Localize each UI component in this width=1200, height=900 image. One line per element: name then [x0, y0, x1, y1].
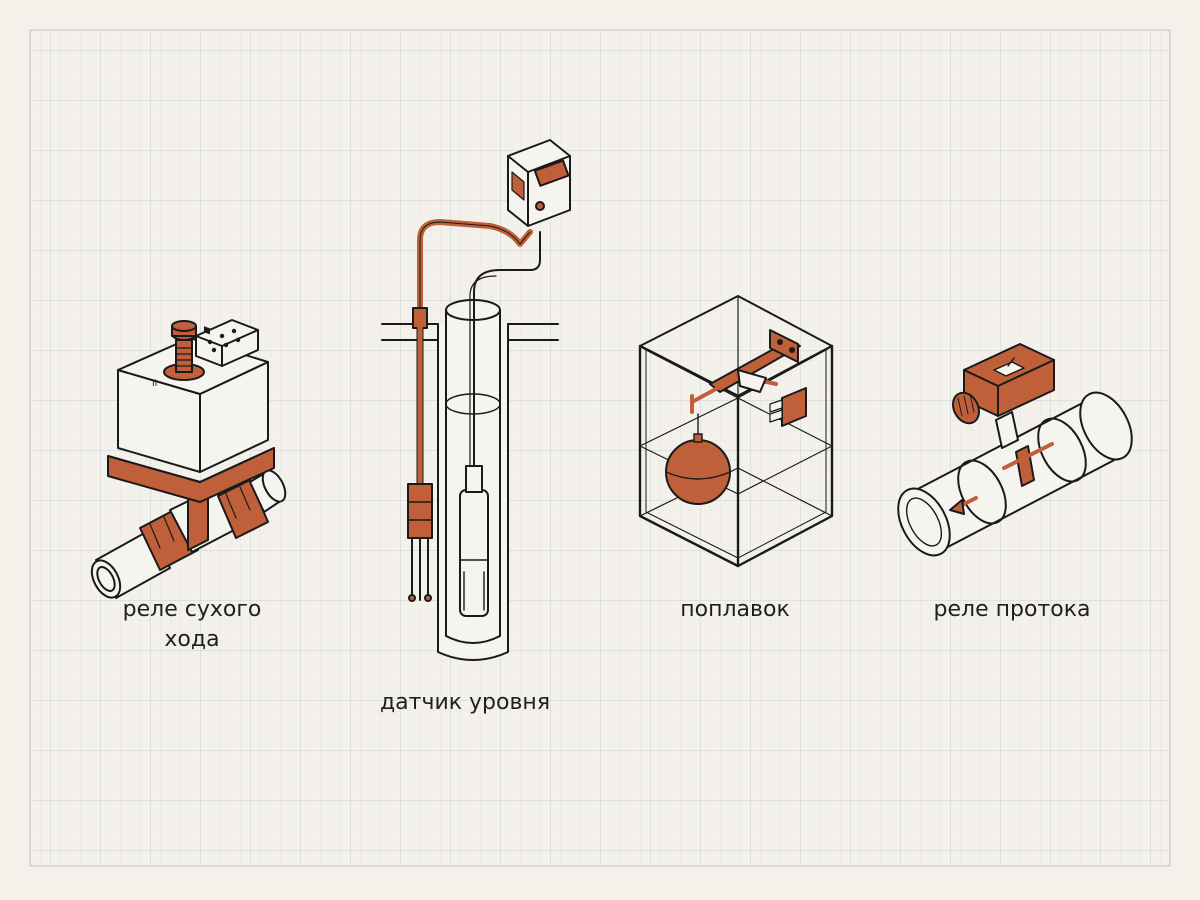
caption-flow-relay: реле протока — [933, 597, 1091, 622]
graph-paper-grid — [29, 29, 1171, 867]
flow-relay-icon — [897, 343, 1133, 557]
svg-text:II: II — [152, 379, 157, 389]
level-sensor-icon — [381, 139, 571, 661]
caption-dry-run-relay-line1: реле сухого — [122, 597, 262, 622]
caption-dry-run-relay: реле сухого хода — [94, 595, 290, 655]
caption-level-sensor: датчик уровня — [379, 690, 551, 715]
dry-run-relay-icon: II — [90, 319, 287, 599]
caption-dry-run-relay-line2: хода — [164, 627, 220, 652]
caption-float-switch: поплавок — [680, 597, 790, 622]
float-switch-icon — [638, 295, 834, 568]
